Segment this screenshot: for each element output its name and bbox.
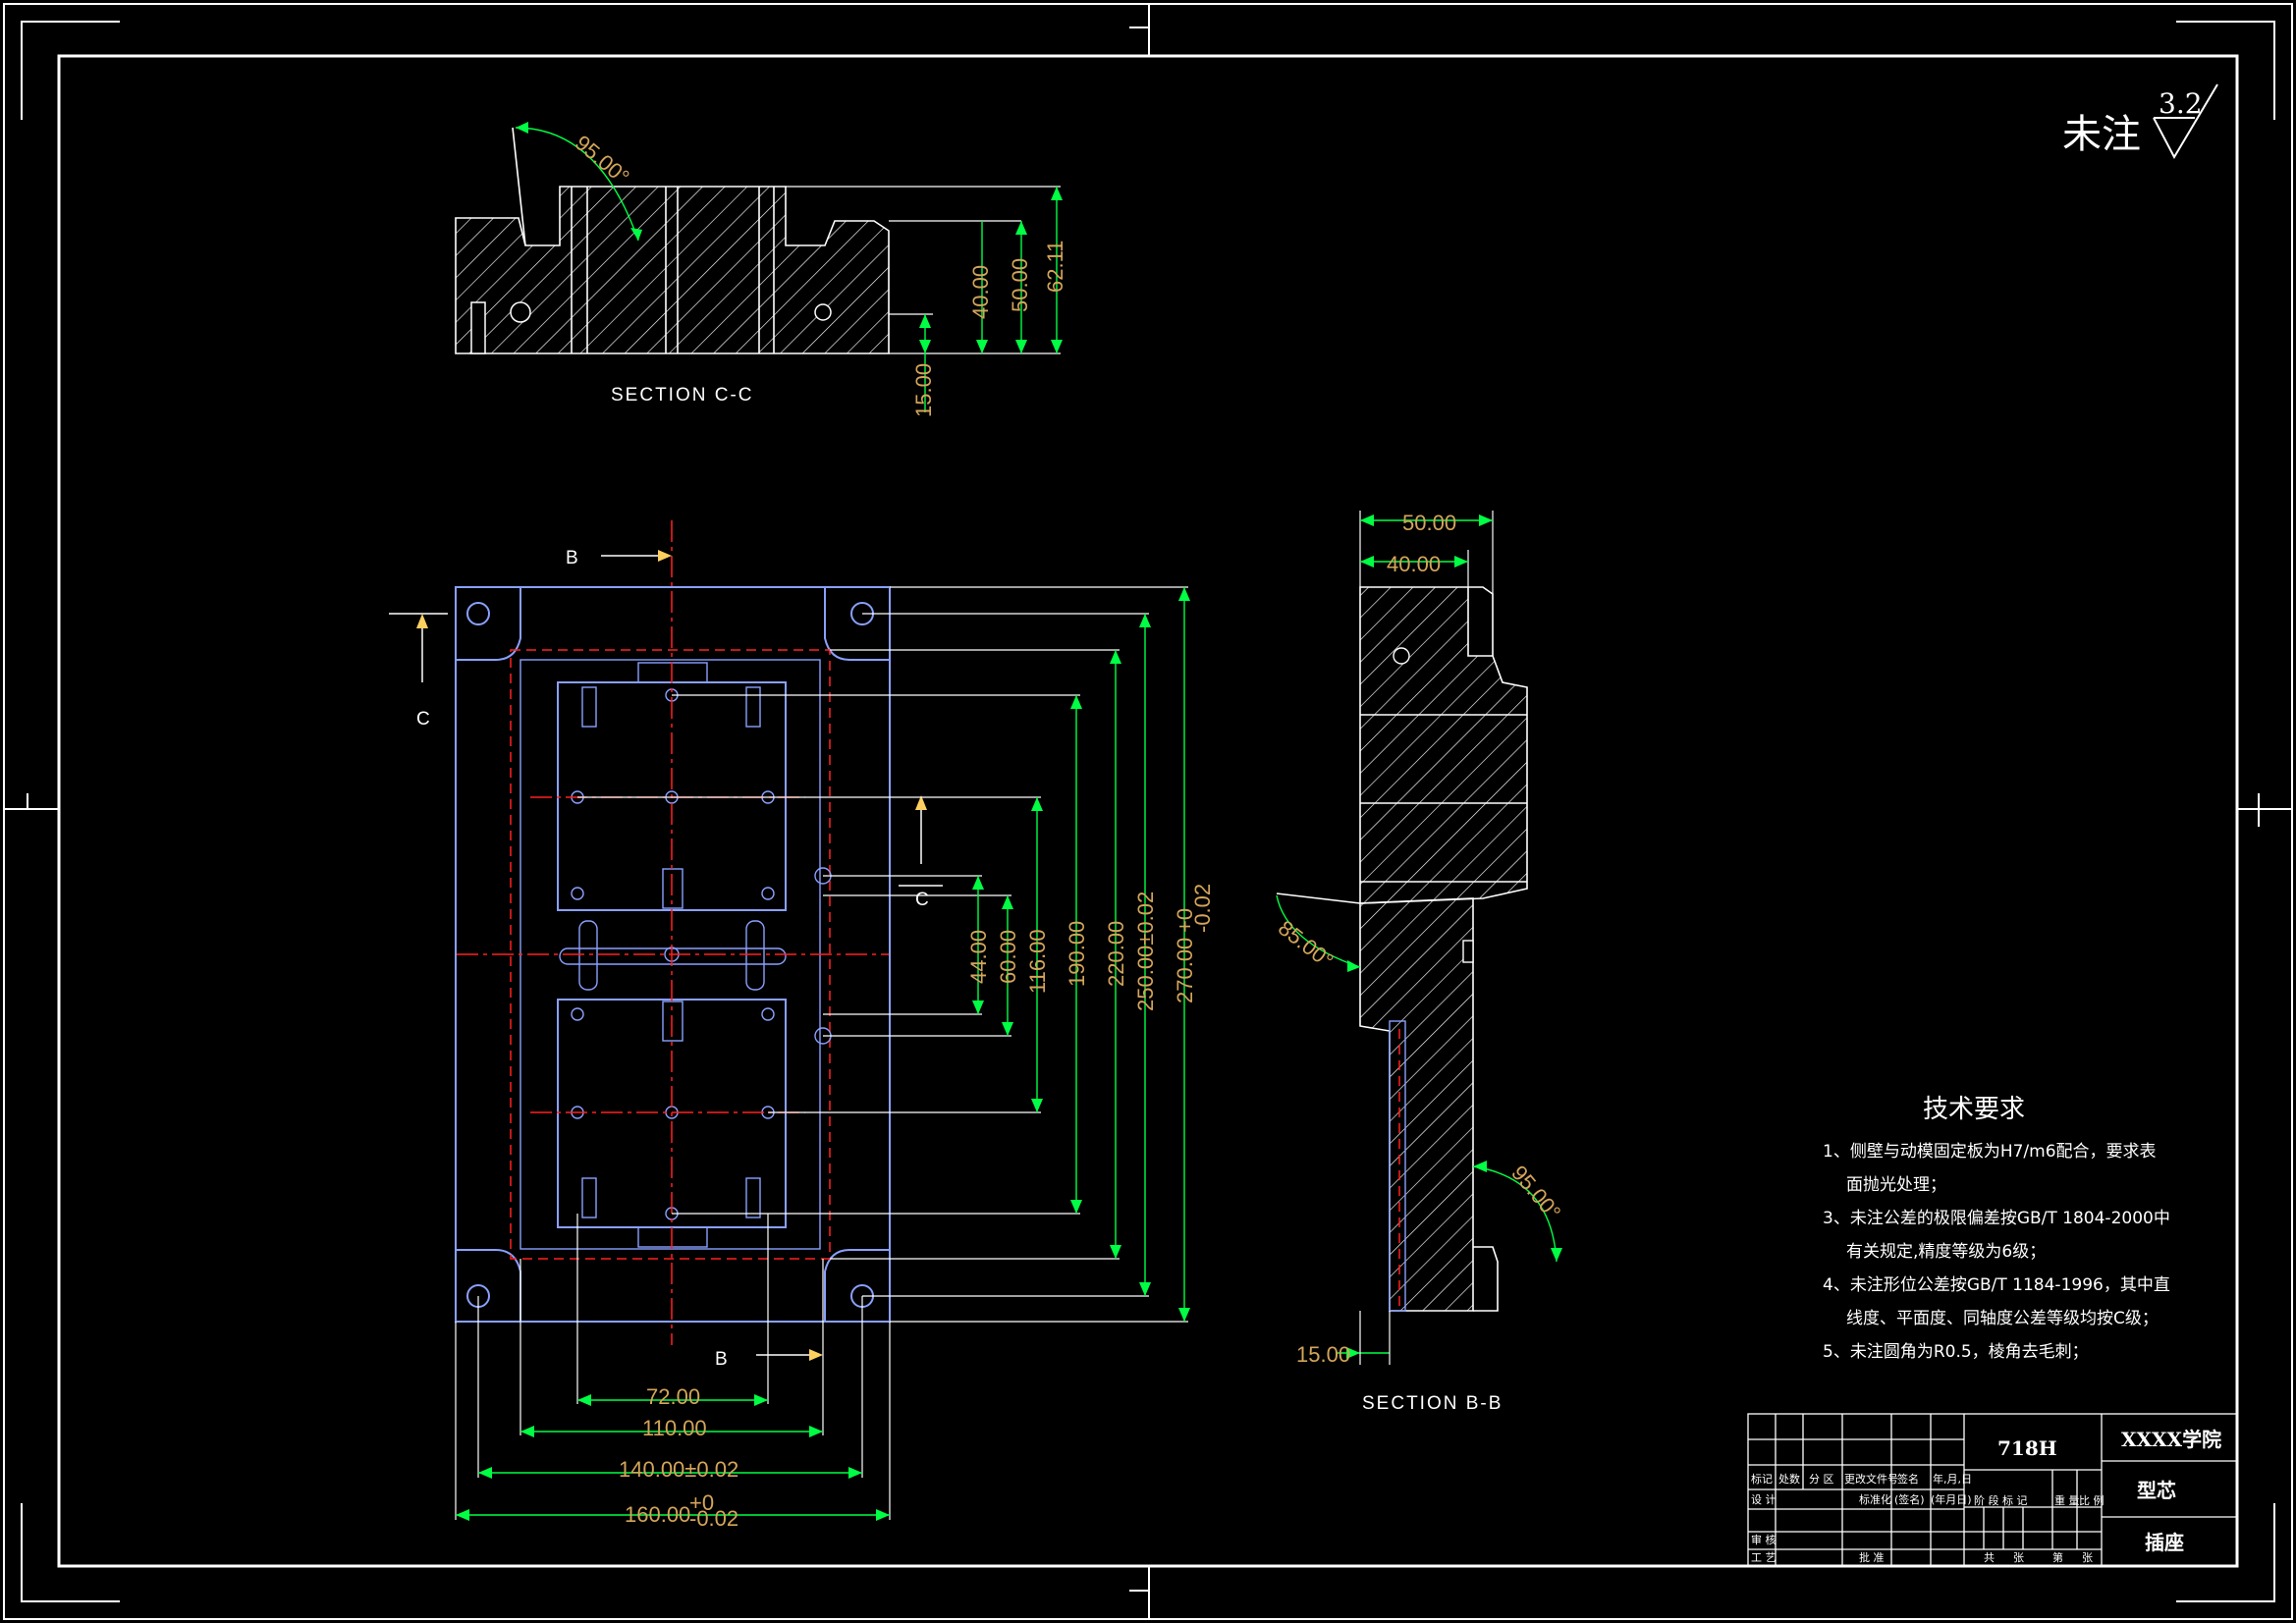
tb-header-date: 年,月,日 bbox=[1933, 1472, 1972, 1486]
cc-dim-40: 40.00 bbox=[968, 265, 993, 319]
dim-270: 270.00 bbox=[1173, 938, 1197, 1003]
main-plan-view: B B C C bbox=[389, 520, 1215, 1531]
cc-dim-50: 50.00 bbox=[1008, 258, 1032, 312]
tech-req-line-7: 5、未注圆角为R0.5，棱角去毛刺； bbox=[1823, 1342, 2089, 1362]
dim-220: 220.00 bbox=[1104, 921, 1128, 987]
tb-check: 审 核 bbox=[1751, 1533, 1777, 1546]
section-cc-view: 95.00° 40.00 50.00 62.11 15.00 SECTION C… bbox=[455, 122, 1067, 417]
bb-dim-50: 50.00 bbox=[1402, 511, 1456, 535]
tb-signed: (签名) bbox=[1894, 1492, 1925, 1506]
dim-190: 190.00 bbox=[1065, 921, 1089, 987]
dim-44: 44.00 bbox=[966, 930, 991, 984]
tech-req-line-2: 面抛光处理； bbox=[1846, 1175, 1946, 1195]
tb-header-zone: 分 区 bbox=[1809, 1473, 1834, 1486]
section-bb-view: 50.00 40.00 15.00 85.00° 95.00° SECTION … bbox=[1274, 511, 1565, 1414]
tb-material: 718H bbox=[1997, 1436, 2057, 1460]
bb-dim-15: 15.00 bbox=[1296, 1342, 1350, 1367]
tb-approve: 批 准 bbox=[1859, 1550, 1885, 1564]
tb-header-change: 更改文件号 bbox=[1844, 1472, 1898, 1486]
tech-req-line-4: 有关规定,精度等级为6级； bbox=[1846, 1242, 2046, 1262]
section-bb-title: SECTION B-B bbox=[1362, 1393, 1503, 1414]
tb-scale: 比 例 bbox=[2079, 1493, 2105, 1507]
tb-process: 工 艺 bbox=[1751, 1551, 1777, 1564]
dim-116: 116.00 bbox=[1025, 929, 1050, 994]
dim-160-tol-upper: +0 bbox=[689, 1490, 714, 1515]
tech-req-line-3: 3、未注公差的极限偏差按GB/T 1804-2000中 bbox=[1823, 1209, 2170, 1228]
dim-270-tol-lower: -0.02 bbox=[1190, 884, 1215, 933]
cut-mark-b-bottom: B bbox=[715, 1349, 730, 1370]
dim-140: 140.00±0.02 bbox=[619, 1457, 738, 1482]
dim-270-tol-upper: +0 bbox=[1173, 908, 1197, 933]
cut-mark-c-left: C bbox=[416, 709, 432, 730]
tb-stage: 阶 段 标 记 bbox=[1974, 1493, 2028, 1507]
tb-header-sign: 签名 bbox=[1897, 1472, 1919, 1486]
tb-weight: 重 量 bbox=[2054, 1493, 2080, 1507]
tech-req-line-1: 1、侧壁与动模固定板为H7/m6配合，要求表 bbox=[1823, 1142, 2157, 1162]
tb-sheet-total: 共 bbox=[1984, 1551, 1995, 1564]
bb-angle-95: 95.00° bbox=[1506, 1161, 1565, 1224]
tb-sheet-no: 第 bbox=[2052, 1550, 2063, 1564]
cut-mark-c-right: C bbox=[915, 890, 931, 910]
dim-160: 160.00 bbox=[625, 1502, 690, 1527]
section-cc-title: SECTION C-C bbox=[611, 385, 754, 406]
tb-assembly: 插座 bbox=[2145, 1531, 2184, 1554]
tb-design: 设 计 bbox=[1751, 1493, 1777, 1506]
cc-dim-15: 15.00 bbox=[911, 363, 936, 417]
drawing-frame bbox=[3, 3, 2293, 1620]
tech-req-line-5: 4、未注形位公差按GB/T 1184-1996，其中直 bbox=[1823, 1275, 2170, 1295]
dim-160-tol-lower: -0.02 bbox=[689, 1506, 738, 1531]
dim-60: 60.00 bbox=[996, 930, 1020, 984]
technical-requirements: 技术要求 1、侧壁与动模固定板为H7/m6配合，要求表 面抛光处理； 3、未注公… bbox=[1823, 1095, 2170, 1362]
dim-72: 72.00 bbox=[646, 1384, 700, 1409]
tb-school: XXXX学院 bbox=[2121, 1428, 2221, 1451]
tb-standard: 标准化 bbox=[1859, 1492, 1891, 1506]
cc-dim-62: 62.11 bbox=[1043, 241, 1067, 293]
dim-250: 250.00±0.02 bbox=[1133, 892, 1158, 1011]
tb-sheet-no-unit: 张 bbox=[2082, 1551, 2093, 1564]
surface-roughness-symbol: 未注 3.2 bbox=[2062, 83, 2218, 160]
dim-110: 110.00 bbox=[642, 1416, 707, 1440]
tb-header-count: 处数 bbox=[1778, 1473, 1800, 1486]
vertical-dimensions: 44.00 60.00 116.00 190.00 220.00 250.00±… bbox=[577, 586, 1215, 1323]
tech-req-title: 技术要求 bbox=[1923, 1095, 2025, 1124]
roughness-prefix: 未注 bbox=[2062, 112, 2141, 157]
cut-mark-b-top: B bbox=[566, 548, 580, 568]
horizontal-dimensions: 72.00 110.00 140.00±0.02 160.00 +0 -0.02 bbox=[455, 1214, 891, 1531]
tb-header-mark: 标记 bbox=[1751, 1472, 1773, 1486]
title-block: 标记 处数 分 区 更改文件号 签名 年,月,日 设 计 标准化 (签名) (年… bbox=[1747, 1413, 2238, 1567]
tb-part-name: 型芯 bbox=[2137, 1479, 2176, 1502]
roughness-value: 3.2 bbox=[2159, 87, 2203, 120]
tb-dated: (年月日) bbox=[1931, 1492, 1972, 1506]
bb-angle-85: 85.00° bbox=[1274, 915, 1339, 973]
tech-req-line-6: 线度、平面度、同轴度公差等级均按C级； bbox=[1846, 1309, 2159, 1328]
tb-sheet-total-unit: 张 bbox=[2013, 1551, 2024, 1564]
section-cc-angle: 95.00° bbox=[571, 131, 634, 189]
bb-dim-40: 40.00 bbox=[1387, 552, 1441, 576]
